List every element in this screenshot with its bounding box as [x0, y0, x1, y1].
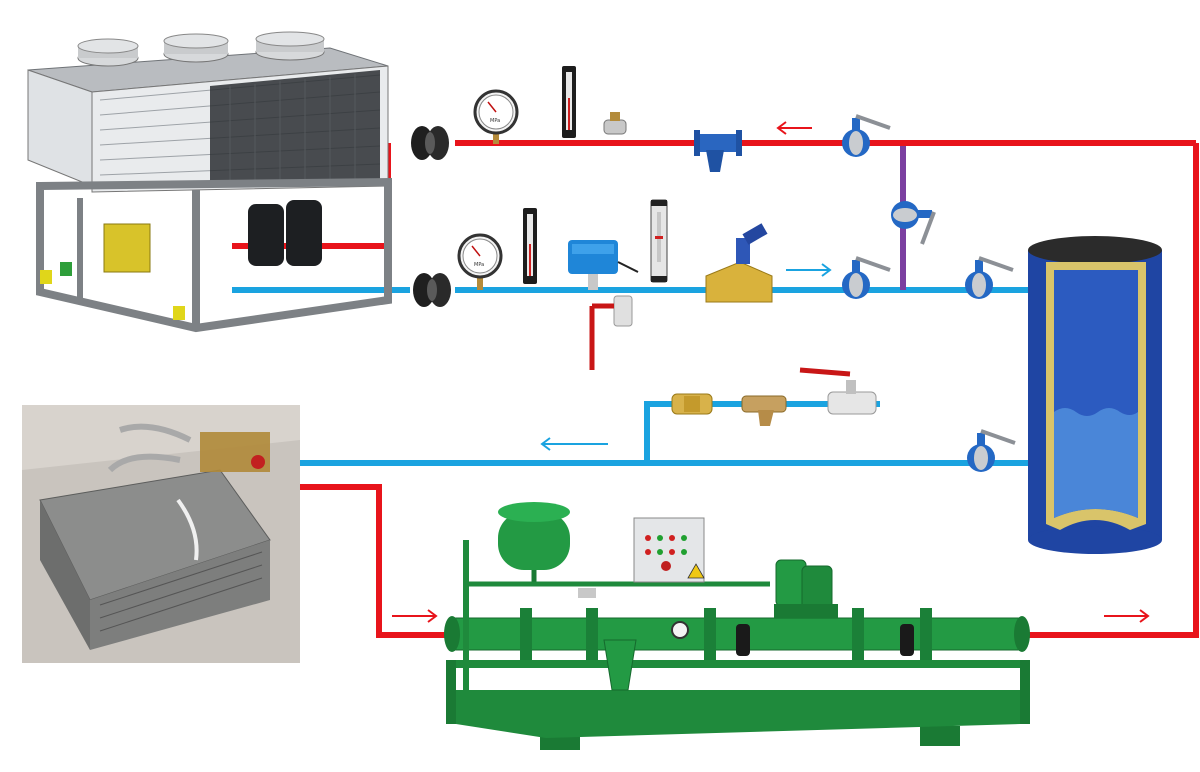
strainer-top [694, 130, 742, 172]
fan-coil-grille [99, 551, 263, 632]
y-strainer [741, 395, 787, 426]
flow-switch [568, 240, 639, 290]
flow-meter [650, 199, 668, 283]
butterfly-valve-bypass [891, 201, 936, 245]
pump-station-sensor [578, 588, 596, 598]
drain-ball-valve [589, 295, 633, 370]
control-box [633, 517, 705, 583]
tank-water [1054, 408, 1138, 518]
thermometer-top [562, 66, 576, 138]
flex-connector-bottom [413, 273, 451, 307]
hot-pipe-right-riser [1025, 143, 1199, 638]
pressure-gauge-top: MPa [473, 89, 519, 144]
flow-arrow-right-hot-in [392, 609, 438, 623]
flow-arrow-right-hot-out [1104, 609, 1150, 623]
pressure-gauge-mid: MPa [457, 233, 503, 290]
chiller-compressors [248, 200, 322, 266]
circulation-pumps [774, 559, 838, 618]
flex-connector-top [411, 126, 449, 160]
chiller-dark-coil-lines [229, 74, 356, 184]
check-valve [671, 393, 713, 415]
chiller-dark-coil [210, 70, 380, 186]
flow-arrow-right-cold [786, 263, 832, 277]
flow-arrow-left-hot [776, 121, 812, 135]
hot-pipe-consumer-return [300, 484, 450, 638]
thermometer-mid [523, 208, 537, 284]
pump-station [444, 502, 1030, 750]
buffer-tank [1028, 236, 1162, 554]
fan-coil-hoses [107, 423, 192, 473]
balancing-valve [705, 223, 773, 303]
air-cooled-chiller [27, 31, 392, 333]
butterfly-valve-mid-1 [842, 256, 891, 299]
butterfly-valve-mid-2 [965, 256, 1014, 299]
pump-station-dampers [736, 624, 914, 656]
chiller-filter [60, 262, 72, 276]
chiller-heat-exchanger [103, 223, 151, 273]
flow-arrow-left-cold [540, 437, 608, 451]
fan-coil-unit [22, 405, 300, 663]
gauge-unit-top: MPa [490, 118, 500, 124]
ball-valve [799, 367, 877, 415]
chiller-fans [77, 31, 325, 67]
flow-arrows [392, 121, 1150, 623]
pump-station-gauge [671, 621, 689, 639]
cold-pipe-branch [644, 401, 880, 463]
chiller-frame-base [36, 177, 392, 333]
warning-icon [687, 563, 705, 579]
air-vent-top [603, 112, 627, 135]
butterfly-valve-consumer [967, 429, 1016, 472]
pump-station-strainer [603, 639, 637, 691]
butterfly-valve-top-right [842, 114, 891, 157]
pump-station-flanges [520, 608, 932, 660]
expansion-vessel [498, 502, 570, 584]
gauge-unit-mid: MPa [474, 262, 484, 268]
